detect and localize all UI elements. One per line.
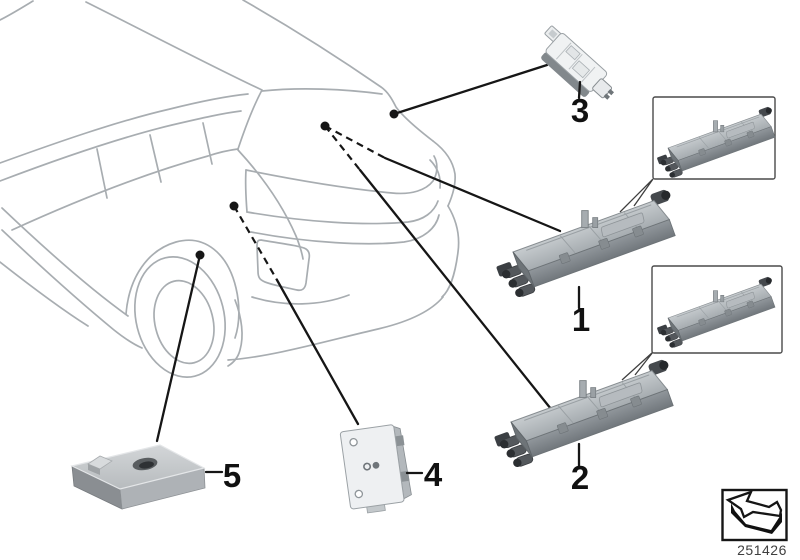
car-right-roof-edge [242, 0, 434, 142]
car-tailgate-edge [246, 200, 439, 225]
car-rear-window-bottom [245, 155, 438, 195]
callout-number-1[interactable]: 1 [572, 301, 590, 338]
image-number: 251426 [737, 542, 787, 558]
part-3-module[interactable] [530, 24, 620, 110]
car-bumper-right [441, 205, 460, 298]
car-rear-wheel-inner [153, 279, 215, 365]
callout-label-2[interactable]: 2 [571, 442, 589, 496]
inset-2-pointer [621, 351, 654, 381]
mount-point-dot-d [195, 250, 205, 260]
callout-line-5 [155, 253, 202, 443]
part-4-module[interactable] [339, 423, 413, 515]
callout-label-3[interactable]: 3 [571, 80, 589, 129]
car-windshield-edge [0, 0, 34, 21]
car-taillight-right [432, 140, 456, 207]
inset-1-pointer [619, 178, 654, 213]
callout-line-4 [275, 278, 360, 426]
callout-number-5[interactable]: 5 [223, 457, 241, 494]
mount-point-dot-c [229, 201, 239, 211]
detail-inset-1 [619, 96, 783, 213]
car-quarter-shoulder [237, 149, 304, 260]
detail-inset-2 [621, 265, 783, 381]
car-window-dividers [96, 122, 213, 199]
image-number-box: 251426 [721, 488, 788, 558]
callout-line-2-hidden [324, 125, 361, 171]
car-left-roof-edge [85, 1, 263, 150]
car-license-recess [256, 239, 311, 292]
callout-number-4[interactable]: 4 [424, 456, 443, 493]
part-2-amplifier[interactable] [485, 349, 685, 472]
callout-label-5[interactable]: 5 [204, 457, 241, 494]
callout-lines [155, 63, 562, 443]
car-outline [0, 0, 460, 378]
callout-line-1 [383, 156, 562, 233]
callout-label-1[interactable]: 1 [572, 285, 590, 338]
callout-number-3[interactable]: 3 [571, 92, 589, 129]
callout-line-3 [392, 63, 549, 116]
callout-label-4[interactable]: 4 [405, 456, 443, 493]
car-rear-wheel-outer [133, 256, 227, 378]
car-bumper-bottom [227, 296, 444, 361]
car-rear-window-top [261, 88, 383, 95]
car-roof-rail-inner [0, 110, 242, 182]
callout-line-1-hidden [324, 125, 386, 159]
callout-number-2[interactable]: 2 [571, 459, 589, 496]
car-bumper-top [250, 214, 440, 245]
car-beltline [11, 148, 239, 231]
part-5-bracket[interactable] [70, 444, 206, 510]
mount-point-dot-b [389, 109, 399, 119]
direction-arrow-icon [725, 490, 783, 534]
mount-point-dot-a [320, 121, 330, 131]
callout-line-4-hidden [233, 205, 278, 281]
callout-line-2 [358, 168, 553, 411]
car-roof-rail-outer [0, 93, 249, 164]
car-wheel-arch [125, 239, 240, 339]
